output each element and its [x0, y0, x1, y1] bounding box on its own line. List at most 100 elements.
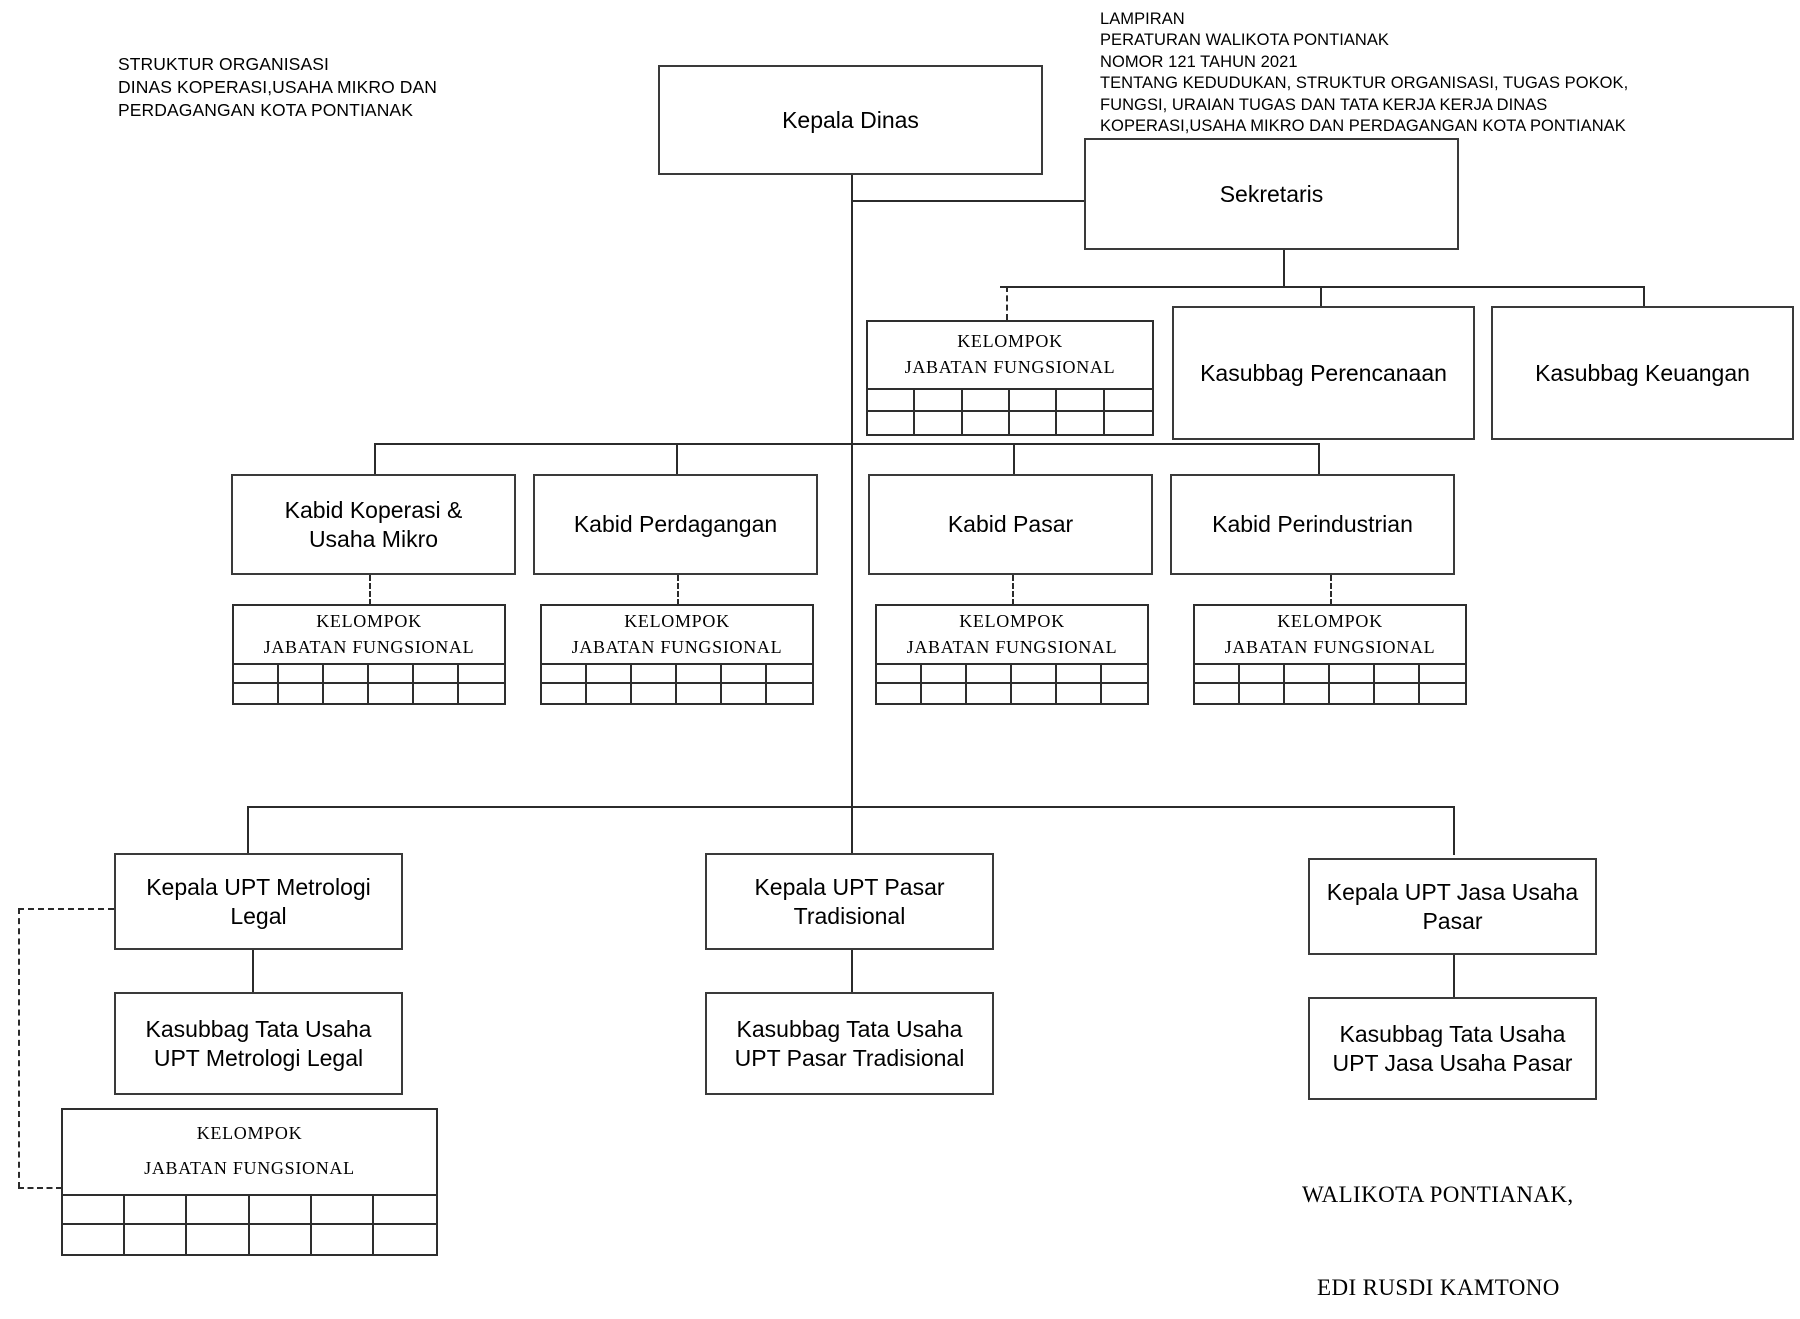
node-kabid-perdagangan[interactable]: Kabid Perdagangan — [533, 474, 818, 575]
node-kasubbag-keuangan-label: Kasubbag Keuangan — [1535, 359, 1750, 386]
kjf-perindustrian-heading: KELOMPOK JABATAN FUNGSIONAL — [1195, 606, 1465, 663]
node-kjf-pasar[interactable]: KELOMPOK JABATAN FUNGSIONAL — [875, 604, 1149, 705]
kjf-cell — [967, 665, 1012, 685]
connector-tu-metrologi-stem — [252, 950, 254, 995]
connector-upt-pasar-drop — [851, 806, 853, 855]
kjf-cell — [542, 684, 587, 703]
node-kasubbag-keuangan[interactable]: Kasubbag Keuangan — [1491, 306, 1794, 440]
kjf-cell — [414, 665, 459, 685]
connector-kjf-pasar-dashed — [1012, 575, 1014, 605]
kjf-cell — [1375, 684, 1420, 703]
connector-kasubbag-keuangan-drop — [1643, 286, 1645, 308]
kjf-cell — [1195, 665, 1240, 685]
kjf-pasar-grid — [877, 663, 1147, 703]
node-upt-metrologi[interactable]: Kepala UPT Metrologi Legal — [114, 853, 403, 950]
node-tu-jasa-line1: Kasubbag Tata Usaha — [1339, 1020, 1566, 1047]
signature-name: EDI RUSDI KAMTONO — [1317, 1275, 1560, 1300]
kjf-cell — [187, 1225, 250, 1254]
kjf-cell — [373, 1196, 436, 1225]
kjf-cell — [63, 1225, 126, 1254]
node-upt-jasa-line2: Pasar — [1422, 907, 1483, 934]
node-tu-metrologi[interactable]: Kasubbag Tata Usaha UPT Metrologi Legal — [114, 992, 403, 1095]
kjf-cell — [1102, 684, 1147, 703]
kjf-line-1: KELOMPOK — [957, 331, 1063, 351]
connector-kjf-upt-dashed-bottom — [18, 1187, 62, 1189]
kjf-line-1: KELOMPOK — [1277, 611, 1383, 631]
connector-kjf-perindustrian-dashed — [1330, 575, 1332, 605]
kjf-cell — [234, 665, 279, 685]
node-kepala-dinas[interactable]: Kepala Dinas — [658, 65, 1043, 175]
node-upt-metrologi-line2: Legal — [230, 902, 287, 929]
connector-kjf-koperasi-dashed — [369, 575, 371, 605]
node-tu-pasar-line1: Kasubbag Tata Usaha — [736, 1015, 963, 1042]
kjf-cell — [963, 412, 1010, 434]
kjf-cell — [1010, 412, 1058, 434]
node-tu-metrologi-label: Kasubbag Tata Usaha UPT Metrologi Legal — [146, 1015, 372, 1073]
connector-sekretaris-stem — [1283, 248, 1285, 286]
node-tu-jasa-usaha[interactable]: Kasubbag Tata Usaha UPT Jasa Usaha Pasar — [1308, 997, 1597, 1100]
kjf-cell — [587, 665, 632, 685]
kjf-cell — [1105, 412, 1152, 434]
connector-kabid-pasar-drop — [1013, 443, 1015, 476]
connector-kjf-sekretariat-dashed-v — [1006, 286, 1008, 320]
node-upt-pasar-tradisional[interactable]: Kepala UPT Pasar Tradisional — [705, 853, 994, 950]
node-kjf-sekretariat[interactable]: KELOMPOK JABATAN FUNGSIONAL — [866, 320, 1154, 436]
kjf-cell — [1012, 684, 1057, 703]
kjf-cell — [369, 684, 414, 703]
connector-kjf-sekretariat-dashed-h — [1006, 286, 1241, 288]
kjf-cell — [1009, 390, 1058, 413]
kjf-cell — [1104, 390, 1152, 413]
kjf-line-1: KELOMPOK — [196, 1123, 303, 1144]
kjf-cell — [312, 1225, 374, 1254]
connector-kjf-upt-dashed-top — [18, 908, 114, 910]
node-upt-jasa-label: Kepala UPT Jasa Usaha Pasar — [1327, 878, 1578, 936]
kjf-cell — [234, 684, 279, 703]
kjf-cell — [1285, 665, 1330, 685]
kjf-cell — [922, 665, 967, 685]
legal-reference-note: LAMPIRAN PERATURAN WALIKOTA PONTIANAK NO… — [1100, 10, 1629, 136]
kjf-cell — [677, 665, 722, 685]
kjf-cell — [1375, 665, 1420, 685]
node-upt-metrologi-line1: Kepala UPT Metrologi — [146, 873, 371, 900]
node-kabid-perindustrian[interactable]: Kabid Perindustrian — [1170, 474, 1455, 575]
node-kjf-upt[interactable]: KELOMPOK JABATAN FUNGSIONAL — [61, 1108, 438, 1256]
kjf-cell — [414, 684, 459, 703]
kjf-cell — [1057, 684, 1102, 703]
node-kabid-koperasi[interactable]: Kabid Koperasi & Usaha Mikro — [231, 474, 516, 575]
kjf-koperasi-grid — [234, 663, 504, 703]
node-kjf-koperasi[interactable]: KELOMPOK JABATAN FUNGSIONAL — [232, 604, 506, 705]
node-kasubbag-perencanaan[interactable]: Kasubbag Perencanaan — [1172, 306, 1475, 440]
connector-tu-jasa-stem — [1453, 955, 1455, 1000]
chart-title: STRUKTUR ORGANISASI DINAS KOPERASI,USAHA… — [118, 54, 438, 120]
connector-kjf-upt-dashed-v — [18, 908, 20, 1188]
node-upt-jasa-usaha[interactable]: Kepala UPT Jasa Usaha Pasar — [1308, 858, 1597, 955]
kjf-cell — [915, 412, 963, 434]
node-sekretaris[interactable]: Sekretaris — [1084, 138, 1459, 250]
node-tu-metrologi-line1: Kasubbag Tata Usaha — [145, 1015, 372, 1042]
kjf-koperasi-heading: KELOMPOK JABATAN FUNGSIONAL — [234, 606, 504, 663]
node-kjf-perdagangan[interactable]: KELOMPOK JABATAN FUNGSIONAL — [540, 604, 814, 705]
connector-kepala-to-sekretaris — [851, 200, 1091, 202]
kjf-line-1: KELOMPOK — [316, 611, 422, 631]
node-upt-metrologi-label: Kepala UPT Metrologi Legal — [146, 873, 371, 931]
kjf-line-2: JABATAN FUNGSIONAL — [571, 637, 783, 658]
node-kjf-perindustrian[interactable]: KELOMPOK JABATAN FUNGSIONAL — [1193, 604, 1467, 705]
node-kabid-perdagangan-label: Kabid Perdagangan — [573, 511, 778, 538]
connector-kjf-perdagangan-dashed — [677, 575, 679, 605]
kjf-line-2: JABATAN FUNGSIONAL — [144, 1158, 355, 1179]
kjf-cell — [868, 412, 916, 434]
node-tu-jasa-label: Kasubbag Tata Usaha UPT Jasa Usaha Pasar — [1333, 1020, 1573, 1078]
connector-kabid-koperasi-drop — [374, 443, 376, 476]
node-tu-pasar-tradisional[interactable]: Kasubbag Tata Usaha UPT Pasar Tradisiona… — [705, 992, 994, 1095]
kjf-cell — [632, 665, 677, 685]
kjf-cell — [459, 684, 504, 703]
kjf-cell — [767, 665, 812, 685]
node-kabid-pasar[interactable]: Kabid Pasar — [868, 474, 1153, 575]
kjf-cell — [632, 684, 677, 703]
kjf-cell — [1240, 684, 1285, 703]
node-kasubbag-perencanaan-label: Kasubbag Perencanaan — [1200, 359, 1447, 386]
kjf-cell — [279, 684, 324, 703]
node-tu-pasar-line2: UPT Pasar Tradisional — [734, 1044, 965, 1071]
kjf-cell — [369, 665, 414, 685]
